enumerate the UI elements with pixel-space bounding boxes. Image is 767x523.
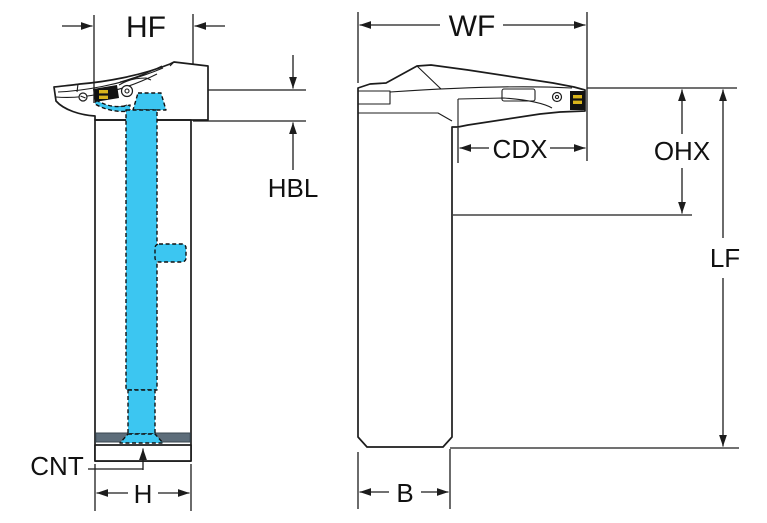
front-view-body — [357, 64, 586, 448]
dimension-wf: WF — [357, 10, 588, 161]
screw-center — [124, 88, 130, 94]
dim-label-cnt: CNT — [30, 451, 84, 481]
dimension-h: H — [94, 464, 192, 511]
dimension-cdx: CDX — [457, 128, 586, 164]
insert-mark — [99, 95, 108, 99]
front-view: WF CDX OHX LF B — [357, 10, 740, 509]
front-view-detail-lines — [358, 65, 573, 127]
cutting-insert-front — [570, 91, 585, 110]
clamp-screw-top — [120, 84, 134, 98]
dim-label-b: B — [396, 478, 413, 508]
dimension-cnt: CNT — [30, 448, 147, 481]
dimension-hbl: HBL — [193, 55, 318, 203]
screw-slot — [80, 95, 86, 99]
dim-label-ohx: OHX — [654, 136, 710, 166]
dim-label-hf: HF — [126, 11, 166, 44]
screw-center — [554, 94, 560, 100]
dim-label-hbl: HBL — [268, 173, 319, 203]
coolant-pocket — [132, 92, 167, 111]
clamp-screw-front-view — [551, 91, 563, 103]
insert-mark — [99, 90, 108, 94]
coolant-main-bore — [125, 109, 158, 391]
dim-label-wf: WF — [449, 10, 496, 43]
dimension-lf: LF — [450, 89, 740, 449]
dim-label-h: H — [134, 479, 153, 509]
front-view-blade-window — [501, 88, 536, 102]
coolant-channel — [94, 92, 187, 444]
coolant-lower-bore — [127, 389, 156, 435]
coolant-side-port — [154, 243, 187, 263]
side-view: HF HBL CNT H — [30, 11, 318, 511]
insert-mark — [573, 100, 582, 104]
dim-label-lf: LF — [710, 243, 740, 273]
coolant-inlet-funnel — [119, 433, 164, 444]
coolant-flow-under-insert — [94, 99, 131, 113]
dimension-hf: HF — [62, 11, 225, 103]
dimension-b: B — [357, 449, 451, 509]
insert-mark — [573, 95, 582, 99]
dimension-ohx: OHX — [453, 87, 737, 216]
dim-label-cdx: CDX — [493, 134, 548, 164]
